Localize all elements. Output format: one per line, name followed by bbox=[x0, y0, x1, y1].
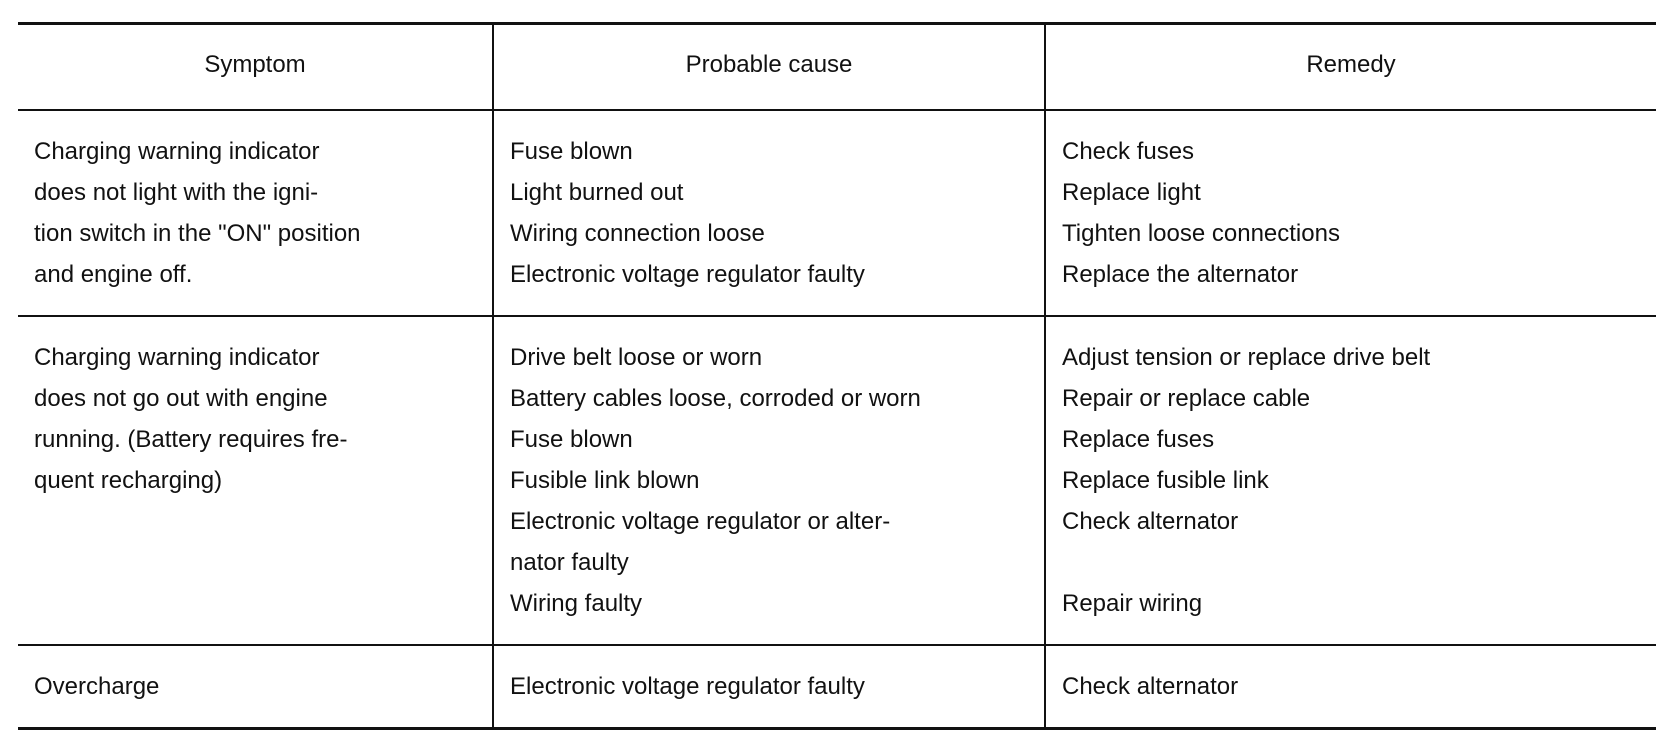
cause-line: Light burned out bbox=[510, 179, 684, 206]
remedy-line-spacer bbox=[1062, 542, 1652, 583]
cause-line: Electronic voltage regulator faulty bbox=[510, 261, 865, 288]
symptom-line: does not light with the igni- bbox=[34, 179, 319, 206]
remedy-line: Replace fusible link bbox=[1062, 467, 1269, 494]
symptom-cell: Charging warning indicator does not ligh… bbox=[18, 111, 492, 315]
cause-line: nator faulty bbox=[510, 549, 629, 576]
cause-cell: Fuse blown Light burned out Wiring conne… bbox=[492, 111, 1044, 315]
cause-line: Wiring faulty bbox=[510, 590, 643, 617]
symptom-cell: Charging warning indicator does not go o… bbox=[18, 317, 492, 644]
remedy-line: Repair or replace cable bbox=[1062, 385, 1311, 412]
cause-line: Fusible link blown bbox=[510, 467, 700, 494]
symptom-cell: Overcharge bbox=[18, 646, 492, 727]
cause-cell: Drive belt loose or worn Battery cables … bbox=[492, 317, 1044, 644]
remedy-line: Replace the alternator bbox=[1062, 261, 1299, 288]
remedy-line: Tighten loose connections bbox=[1062, 220, 1340, 247]
cause-cell: Electronic voltage regulator faulty bbox=[492, 646, 1044, 727]
cause-line: Wiring connection loose bbox=[510, 220, 765, 247]
remedy-cell: Check alternator bbox=[1044, 646, 1656, 727]
symptom-line: Charging warning indicator bbox=[34, 138, 320, 165]
symptom-line: and engine off. bbox=[34, 261, 193, 288]
remedy-line: Check alternator bbox=[1062, 508, 1239, 535]
remedy-line: Adjust tension or replace drive belt bbox=[1062, 344, 1431, 371]
remedy-line: Replace fuses bbox=[1062, 426, 1215, 453]
cause-line: Electronic voltage regulator faulty bbox=[510, 673, 865, 700]
troubleshooting-table: Symptom Probable cause Remedy Charging w… bbox=[18, 22, 1656, 730]
symptom-line: running. (Battery requires fre- bbox=[34, 426, 348, 453]
cause-line: Electronic voltage regulator or alter- bbox=[510, 508, 891, 535]
cause-line: Battery cables loose, corroded or worn bbox=[510, 385, 921, 412]
remedy-cell: Adjust tension or replace drive belt Rep… bbox=[1044, 317, 1656, 644]
remedy-cell: Check fuses Replace light Tighten loose … bbox=[1044, 111, 1656, 315]
header-probable-cause: Probable cause bbox=[492, 25, 1044, 109]
cause-line: Drive belt loose or worn bbox=[510, 344, 763, 371]
table-header-row: Symptom Probable cause Remedy bbox=[18, 25, 1656, 109]
symptom-line: Overcharge bbox=[34, 673, 160, 700]
cause-line: Fuse blown bbox=[510, 138, 633, 165]
table-row: Overcharge Electronic voltage regulator … bbox=[18, 644, 1656, 727]
table-row: Charging warning indicator does not go o… bbox=[18, 315, 1656, 644]
remedy-line: Check alternator bbox=[1062, 673, 1239, 700]
symptom-line: quent recharging) bbox=[34, 467, 223, 494]
table-row: Charging warning indicator does not ligh… bbox=[18, 109, 1656, 315]
symptom-line: Charging warning indicator bbox=[34, 344, 320, 371]
symptom-line: does not go out with engine bbox=[34, 385, 328, 412]
remedy-line: Repair wiring bbox=[1062, 590, 1203, 617]
header-symptom: Symptom bbox=[204, 51, 306, 78]
cause-line: Fuse blown bbox=[510, 426, 633, 453]
remedy-line: Check fuses bbox=[1062, 138, 1195, 165]
remedy-line: Replace light bbox=[1062, 179, 1201, 206]
header-remedy: Remedy bbox=[1044, 25, 1656, 109]
symptom-line: tion switch in the "ON" position bbox=[34, 220, 361, 247]
